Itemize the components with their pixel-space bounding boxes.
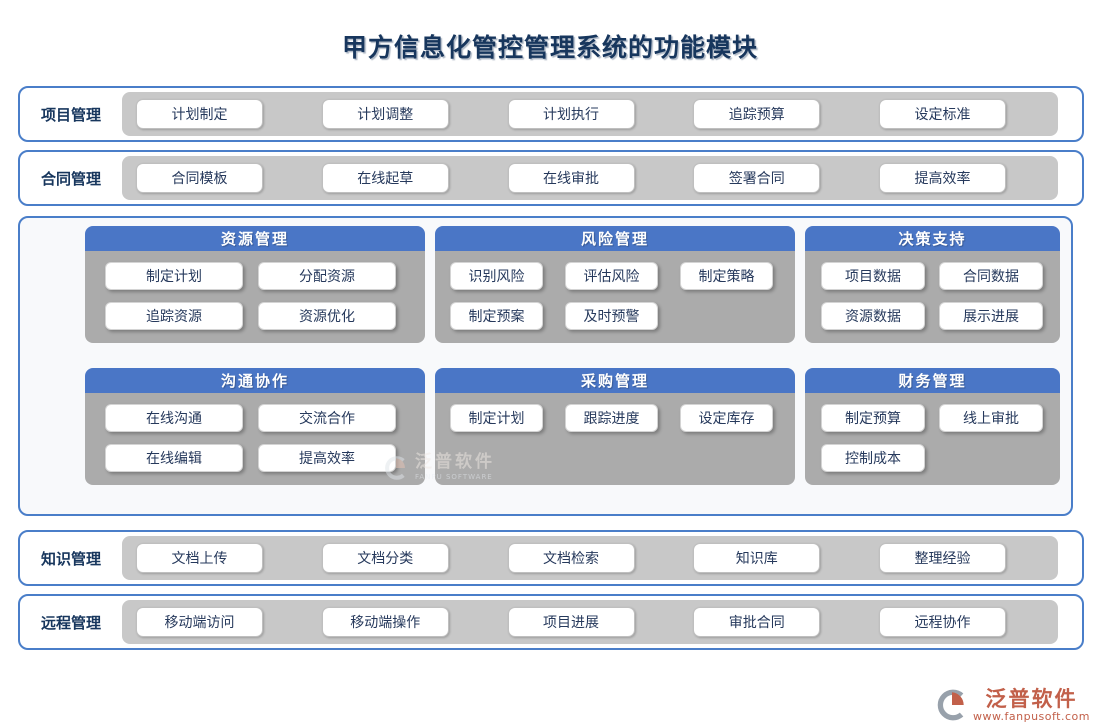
panel-button[interactable]: 展示进展 [939,302,1043,330]
panel-button[interactable]: 交流合作 [258,404,396,432]
panel-header: 风险管理 [435,226,795,251]
panel-body: 识别风险评估风险制定策略制定预案及时预警 [435,251,795,343]
panel-button[interactable]: 跟踪进度 [565,404,658,432]
panel-button[interactable]: 在线沟通 [105,404,243,432]
panel-button[interactable]: 追踪资源 [105,302,243,330]
module-button[interactable]: 设定标准 [879,99,1006,129]
module-button[interactable]: 合同模板 [136,163,263,193]
panel-button[interactable]: 资源优化 [258,302,396,330]
panel-button[interactable]: 提高效率 [258,444,396,472]
page-title: 甲方信息化管控管理系统的功能模块 [341,33,758,62]
panel-procurement-management: 采购管理 制定计划跟踪进度设定库存 [435,368,795,485]
panel-body: 制定计划跟踪进度设定库存 [435,393,795,485]
module-button[interactable]: 整理经验 [879,543,1006,573]
module-button[interactable]: 移动端访问 [136,607,263,637]
panel-body: 在线沟通交流合作在线编辑提高效率 [85,393,425,485]
panel-header: 沟通协作 [85,368,425,393]
module-button[interactable]: 知识库 [693,543,821,573]
module-row-project: 项目管理 计划制定 计划调整 计划执行 追踪预算 设定标准 [18,86,1084,142]
fanpu-logo-icon [937,689,964,721]
panel-button[interactable]: 项目数据 [821,262,925,290]
module-row-tray: 移动端访问 移动端操作 项目进展 审批合同 远程协作 [122,600,1058,644]
panel-finance-management: 财务管理 制定预算线上审批控制成本 [805,368,1060,485]
module-row-knowledge: 知识管理 文档上传 文档分类 文档检索 知识库 整理经验 [18,530,1084,586]
panel-button[interactable]: 合同数据 [939,262,1043,290]
panel-header: 财务管理 [805,368,1060,393]
module-button[interactable]: 计划调整 [321,99,449,129]
panel-button[interactable]: 线上审批 [939,404,1043,432]
panel-button[interactable]: 制定策略 [680,262,773,290]
module-button[interactable]: 文档检索 [507,543,635,573]
panel-button[interactable]: 控制成本 [821,444,925,472]
panel-communication-collaboration: 沟通协作 在线沟通交流合作在线编辑提高效率 [85,368,425,485]
module-button[interactable]: 远程协作 [879,607,1006,637]
module-button[interactable]: 移动端操作 [321,607,449,637]
module-button[interactable]: 提高效率 [879,163,1006,193]
footer-brand-name: 泛普软件 [985,686,1078,711]
module-row-label: 知识管理 [40,549,101,568]
panel-button[interactable]: 制定计划 [105,262,243,290]
panel-decision-support: 决策支持 项目数据合同数据资源数据展示进展 [805,226,1060,343]
module-button[interactable]: 项目进展 [507,607,635,637]
module-button[interactable]: 文档分类 [321,543,449,573]
module-row-remote: 远程管理 移动端访问 移动端操作 项目进展 审批合同 远程协作 [18,594,1084,650]
panel-button[interactable]: 资源数据 [821,302,925,330]
panel-button[interactable]: 识别风险 [450,262,543,290]
module-row-label: 项目管理 [40,105,101,124]
footer-brand: 泛普软件 www.fanpusoft.com [935,688,1090,722]
module-button[interactable]: 计划制定 [136,99,263,129]
module-row-label: 合同管理 [40,169,101,188]
panel-risk-management: 风险管理 识别风险评估风险制定策略制定预案及时预警 [435,226,795,343]
panel-body: 项目数据合同数据资源数据展示进展 [805,251,1060,343]
panel-button[interactable]: 制定预算 [821,404,925,432]
panel-body: 制定计划分配资源追踪资源资源优化 [85,251,425,343]
panel-button[interactable]: 设定库存 [680,404,773,432]
module-row-tray: 合同模板 在线起草 在线审批 签署合同 提高效率 [122,156,1058,200]
module-button[interactable]: 计划执行 [507,99,635,129]
panel-button[interactable]: 分配资源 [258,262,396,290]
panel-button[interactable]: 在线编辑 [105,444,243,472]
panel-resource-management: 资源管理 制定计划分配资源追踪资源资源优化 [85,226,425,343]
module-button[interactable]: 追踪预算 [693,99,821,129]
module-button[interactable]: 在线审批 [507,163,635,193]
panel-header: 资源管理 [85,226,425,251]
module-row-tray: 文档上传 文档分类 文档检索 知识库 整理经验 [122,536,1058,580]
module-button[interactable]: 签署合同 [693,163,821,193]
panel-button[interactable]: 制定计划 [450,404,543,432]
module-row-contract: 合同管理 合同模板 在线起草 在线审批 签署合同 提高效率 [18,150,1084,206]
module-button[interactable]: 在线起草 [321,163,449,193]
module-row-label: 远程管理 [40,613,101,632]
module-row-tray: 计划制定 计划调整 计划执行 追踪预算 设定标准 [122,92,1058,136]
module-grid: 资源管理 制定计划分配资源追踪资源资源优化 风险管理 识别风险评估风险制定策略制… [18,216,1073,516]
panel-button[interactable]: 制定预案 [450,302,543,330]
footer-brand-url: www.fanpusoft.com [973,709,1090,723]
panel-body: 制定预算线上审批控制成本 [805,393,1060,485]
module-button[interactable]: 文档上传 [136,543,263,573]
panel-header: 决策支持 [805,226,1060,251]
module-button[interactable]: 审批合同 [693,607,821,637]
panel-button[interactable]: 及时预警 [565,302,658,330]
panel-header: 采购管理 [435,368,795,393]
panel-button[interactable]: 评估风险 [565,262,658,290]
